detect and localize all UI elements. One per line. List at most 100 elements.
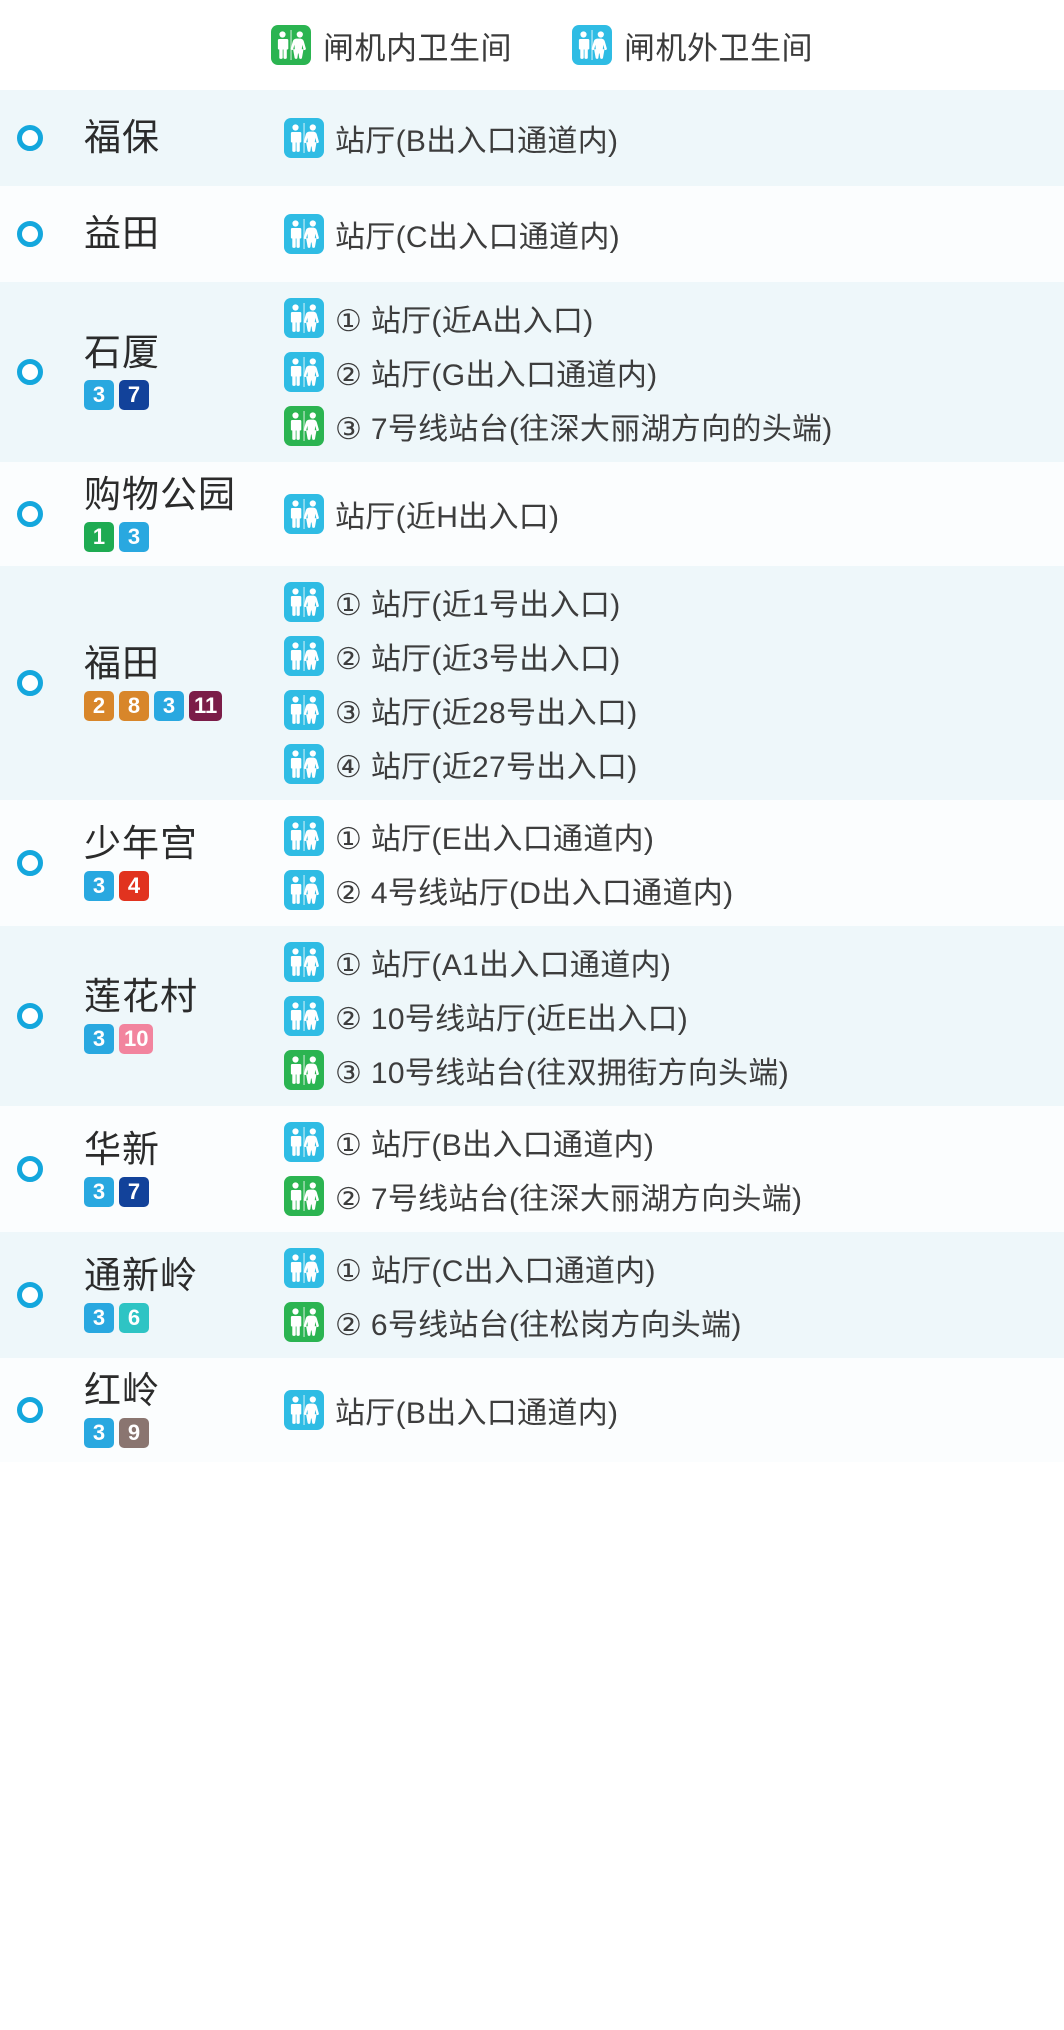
facility-row: 站厅(近H出入口)	[284, 492, 1064, 536]
facility-list: 站厅(B出入口通道内)	[264, 116, 1064, 160]
facility-list: ① 站厅(E出入口通道内) ② 4号线站厅(D出入口通道内)	[264, 814, 1064, 912]
toilet-icon-outside-gate	[284, 995, 324, 1036]
facility-list: ① 站厅(A1出入口通道内)② 10号线站厅(近E出入口)③ 10号线站台(往双…	[264, 940, 1064, 1092]
line-badge-6[interactable]: 6	[119, 1302, 149, 1333]
facility-text: ② 4号线站厅(D出入口通道内)	[335, 876, 734, 910]
facility-row: ② 4号线站厅(D出入口通道内)	[284, 868, 1064, 912]
station-dot-icon	[17, 1002, 43, 1029]
facility-row: ① 站厅(近1号出入口)	[284, 580, 1064, 624]
station-marker-column	[0, 359, 84, 385]
toilet-icon-inside-gate	[284, 1175, 324, 1216]
facility-row: ① 站厅(E出入口通道内)	[284, 814, 1064, 858]
station-name: 益田	[84, 212, 160, 254]
station-dot-icon	[17, 125, 43, 151]
line-badge-10[interactable]: 10	[119, 1023, 154, 1054]
facility-list: 站厅(近H出入口)	[264, 492, 1064, 536]
station-dot-icon	[17, 669, 43, 696]
facility-row: 站厅(B出入口通道内)	[284, 116, 1064, 160]
station-name: 通新岭	[84, 1254, 198, 1296]
toilet-icon-outside-gate	[284, 298, 324, 338]
toilet-icon-outside-gate	[284, 689, 324, 730]
station-dot-icon	[17, 359, 43, 385]
line-badge-1[interactable]: 1	[84, 521, 114, 552]
facility-text: 站厅(近H出入口)	[335, 500, 560, 534]
facility-text: ③ 站厅(近28号出入口)	[335, 696, 638, 730]
facility-text: ① 站厅(C出入口通道内)	[335, 1254, 656, 1288]
line-badge-11[interactable]: 11	[189, 690, 223, 721]
toilet-icon-outside-gate	[284, 1389, 324, 1430]
line-badge-3[interactable]: 3	[119, 521, 149, 552]
toilet-icon-outside-gate	[284, 352, 324, 392]
station-name: 莲花村	[84, 975, 198, 1017]
facility-text: ② 7号线站台(往深大丽湖方向头端)	[335, 1182, 803, 1216]
line-badge-3[interactable]: 3	[84, 1023, 114, 1054]
line-badge-4[interactable]: 4	[119, 870, 149, 901]
line-badge-3[interactable]: 3	[84, 1417, 114, 1448]
facility-text: ① 站厅(近1号出入口)	[335, 588, 621, 622]
toilet-icon-outside-gate	[284, 635, 324, 676]
line-badge-3[interactable]: 3	[84, 1302, 114, 1333]
line-badge-9[interactable]: 9	[119, 1417, 149, 1448]
toilet-icon-outside-gate	[284, 869, 324, 910]
legend-entry-inside-gate: 闸机内卫生间	[271, 23, 512, 68]
line-badge-3[interactable]: 3	[84, 870, 114, 901]
toilet-icon-outside-gate	[284, 1247, 324, 1288]
line-badge-2[interactable]: 2	[84, 690, 114, 721]
facility-row: 站厅(B出入口通道内)	[284, 1388, 1064, 1432]
station-marker-column	[0, 125, 84, 151]
facility-row: ③ 站厅(近28号出入口)	[284, 688, 1064, 732]
facility-row: ② 10号线站厅(近E出入口)	[284, 994, 1064, 1038]
line-badge-3[interactable]: 3	[154, 690, 184, 721]
station-name-column: 益田	[84, 212, 264, 254]
toilet-icon-outside-gate	[284, 941, 324, 982]
line-badge-3[interactable]: 3	[84, 379, 114, 410]
station-dot-icon	[17, 1281, 43, 1308]
station-name: 少年宫	[84, 822, 198, 864]
station-row[interactable]: 福保站厅(B出入口通道内)	[0, 90, 1064, 186]
line-badge-7[interactable]: 7	[119, 1176, 149, 1207]
toilet-icon-outside-gate	[284, 493, 324, 534]
line-badge-8[interactable]: 8	[119, 690, 149, 721]
line-badge-3[interactable]: 3	[84, 1176, 114, 1207]
facility-row: ④ 站厅(近27号出入口)	[284, 742, 1064, 786]
facility-text: ④ 站厅(近27号出入口)	[335, 750, 638, 784]
legend: 闸机内卫生间闸机外卫生间	[0, 0, 1064, 90]
facility-list: ① 站厅(B出入口通道内)② 7号线站台(往深大丽湖方向头端)	[264, 1120, 1064, 1218]
station-marker-column	[0, 849, 84, 876]
station-name: 福田	[84, 642, 160, 684]
station-dot-icon	[17, 1155, 43, 1182]
station-name-column: 福保	[84, 118, 264, 158]
station-marker-column	[0, 669, 84, 696]
facility-row: 站厅(C出入口通道内)	[284, 212, 1064, 256]
facility-text: ② 站厅(G出入口通道内)	[335, 359, 658, 392]
station-dot-icon	[17, 1396, 43, 1423]
line-badge-7[interactable]: 7	[119, 379, 149, 410]
facility-row: ③ 10号线站台(往双拥街方向头端)	[284, 1048, 1064, 1092]
facility-row: ② 站厅(G出入口通道内)	[284, 350, 1064, 394]
toilet-icon-inside-gate	[284, 1301, 324, 1342]
facility-row: ③ 7号线站台(往深大丽湖方向的头端)	[284, 404, 1064, 448]
station-name: 红岭	[84, 1369, 160, 1411]
facility-list: ① 站厅(C出入口通道内)② 6号线站台(往松岗方向头端)	[264, 1246, 1064, 1344]
station-row[interactable]: 益田 站厅(C出入口通道内)	[0, 186, 1064, 282]
station-marker-column	[0, 1002, 84, 1029]
station-dot-icon	[17, 849, 43, 876]
station-dot-icon	[17, 221, 43, 247]
station-marker-column	[0, 1281, 84, 1308]
